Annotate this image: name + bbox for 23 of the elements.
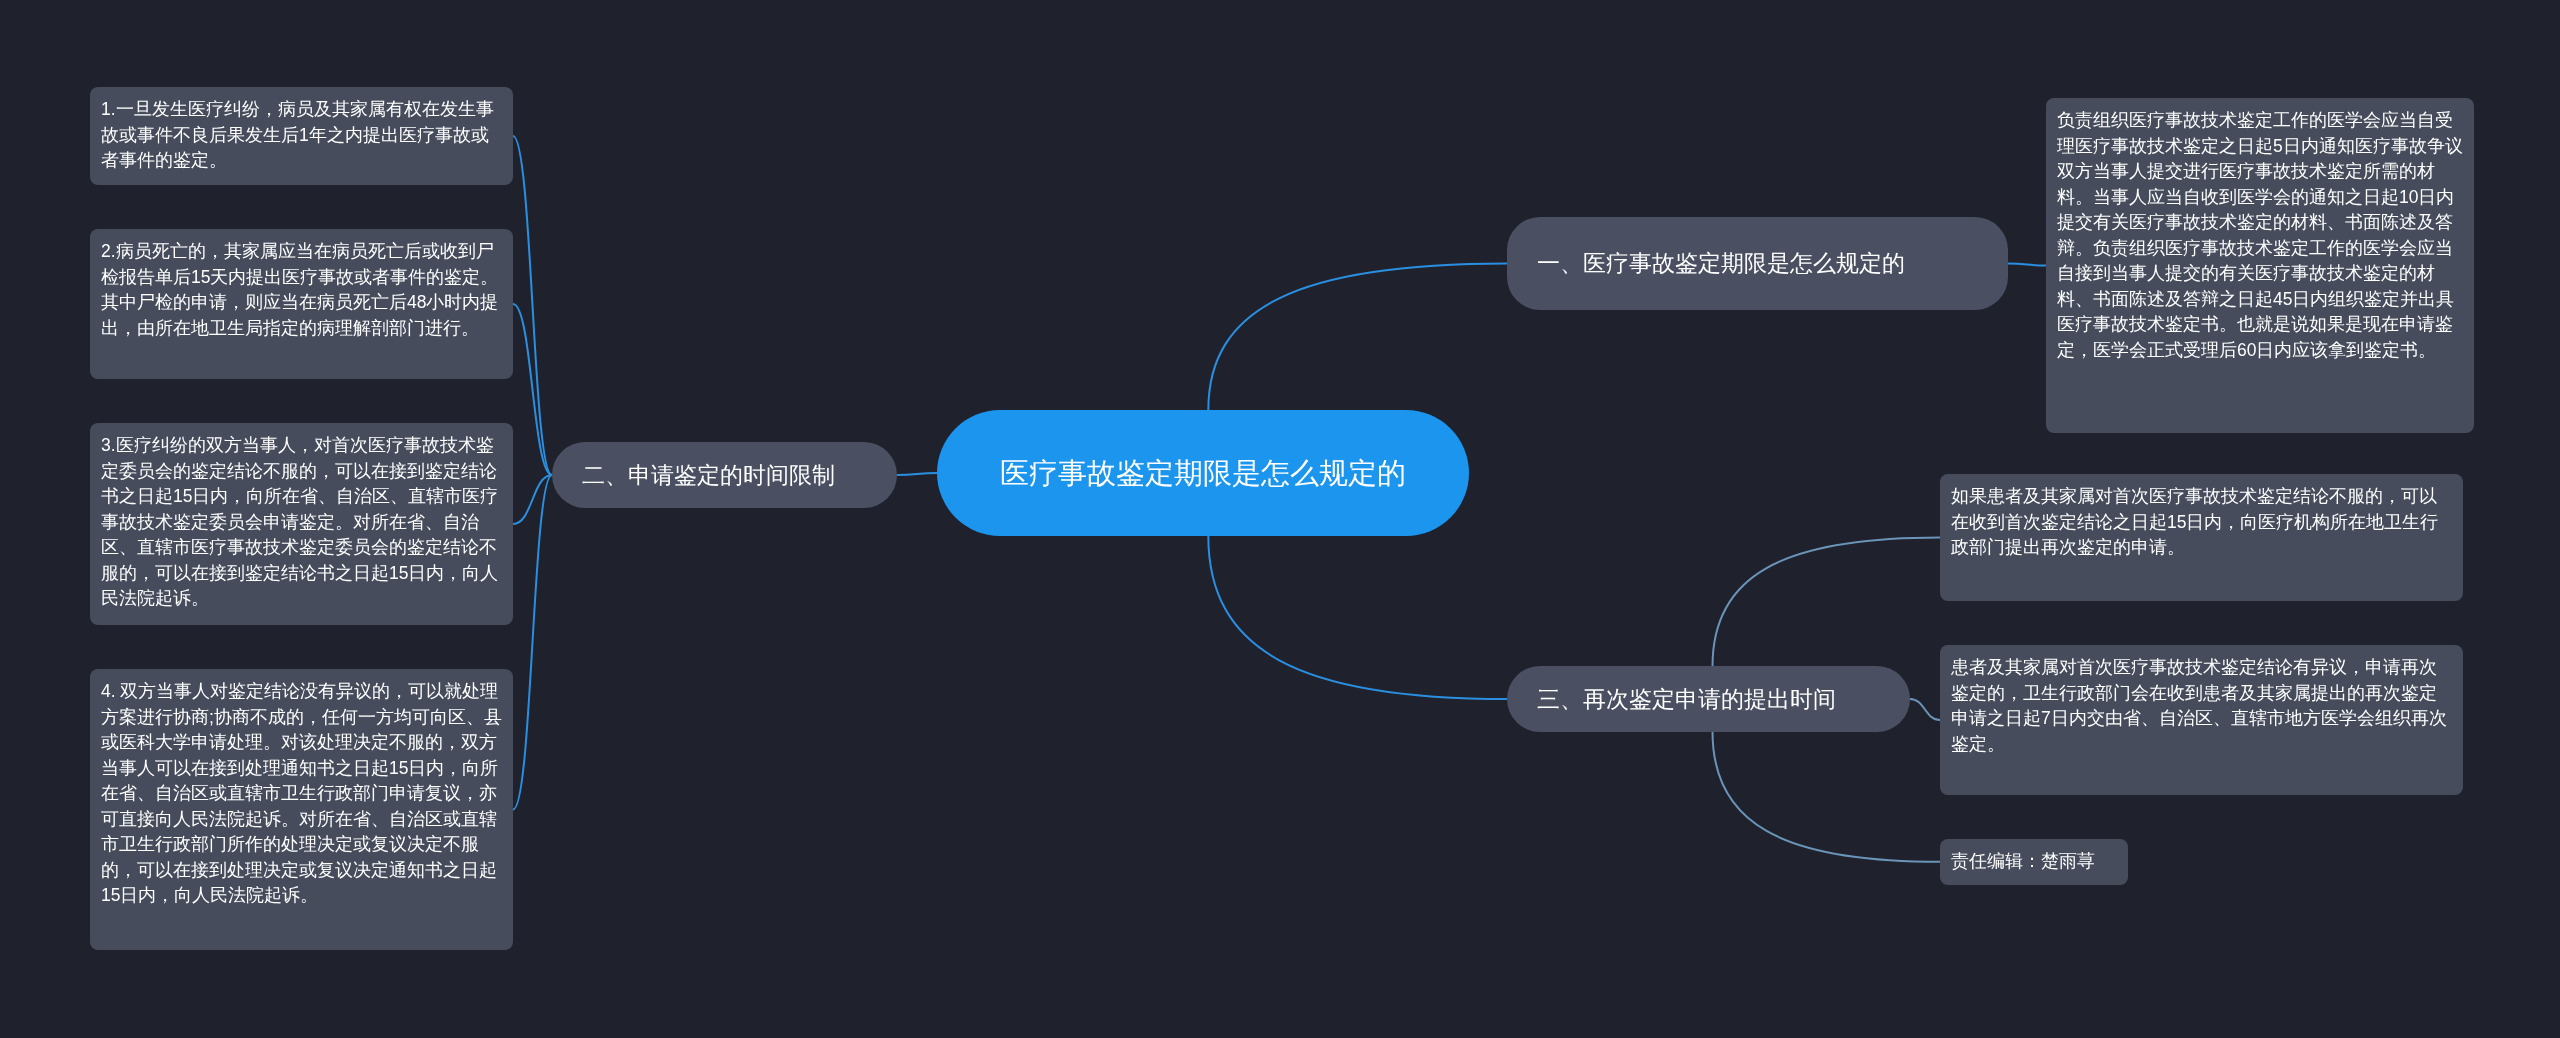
connector bbox=[512, 474, 553, 525]
leaf-card: 如果患者及其家属对首次医疗事故技术鉴定结论不服的，可以在收到首次鉴定结论之日起15日内，向医疗机构所在地卫生行政部门提出再次鉴定的申请。 bbox=[1940, 474, 2463, 601]
leaf-card: 3.医疗纠纷的双方当事人，对首次医疗事故技术鉴定委员会的鉴定结论不服的，可以在接到鉴定结论书之日起15日内，向所在省、自治区、直辖市医疗事故技术鉴定委员会申请鉴定。对所在省、自治区、直辖市医疗事故技术鉴定委员会的鉴定结论不服的，可以在接到鉴定结论书之日起15日内，向人民法院起诉。 bbox=[90, 423, 513, 625]
connector bbox=[1909, 698, 1941, 721]
central-topic: 医疗事故鉴定期限是怎么规定的 bbox=[937, 410, 1469, 536]
connector bbox=[512, 303, 553, 476]
connector bbox=[1711, 536, 1941, 667]
leaf-card: 患者及其家属对首次医疗事故技术鉴定结论有异议，申请再次鉴定的，卫生行政部门会在收到患者及其家属提出的再次鉴定申请之日起7日内交由省、自治区、直辖市地方医学会组织再次鉴定。 bbox=[1940, 645, 2463, 795]
connector bbox=[512, 135, 553, 476]
connector bbox=[1711, 731, 1941, 863]
connector bbox=[896, 472, 938, 476]
branch-topic: 二、申请鉴定的时间限制 bbox=[552, 442, 897, 508]
connector bbox=[2007, 262, 2047, 267]
connector bbox=[1207, 262, 1508, 411]
leaf-card: 2.病员死亡的，其家属应当在病员死亡后或收到尸检报告单后15天内提出医疗事故或者事件的鉴定。其中尸检的申请，则应当在病员死亡后48小时内提出，由所在地卫生局指定的病理解剖部门进行。 bbox=[90, 229, 513, 379]
leaf-card: 1.一旦发生医疗纠纷，病员及其家属有权在发生事故或事件不良后果发生后1年之内提出医疗事故或者事件的鉴定。 bbox=[90, 87, 513, 185]
leaf-card: 负责组织医疗事故技术鉴定工作的医学会应当自受理医疗事故技术鉴定之日起5日内通知医疗事故争议双方当事人提交进行医疗事故技术鉴定所需的材料。当事人应当自收到医学会的通知之日起10日内提交有关医疗事故技术鉴定的材料、书面陈述及答辩。负责组织医疗事故技术鉴定工作的医学会应当自接到当事人提交的有关医疗事故技术鉴定的材料、书面陈述及答辩之日起45日内组织鉴定并出具医疗事故技术鉴定书。也就是说如果是现在申请鉴定，医学会正式受理后60日内应该拿到鉴定书。 bbox=[2046, 98, 2474, 433]
branch-topic: 三、再次鉴定申请的提出时间 bbox=[1507, 666, 1910, 732]
branch-topic: 一、医疗事故鉴定期限是怎么规定的 bbox=[1507, 217, 2008, 310]
connector bbox=[512, 474, 553, 811]
leaf-card: 4. 双方当事人对鉴定结论没有异议的，可以就处理方案进行协商;协商不成的，任何一方均可向区、县或医科大学申请处理。对该处理决定不服的，双方当事人可以在接到处理通知书之日起15日内，向所在省、自治区或直辖市卫生行政部门申请复议，亦可直接向人民法院起诉。对所在省、自治区或直辖市卫生行政部门所作的处理决定或复议决定不服的，可以在接到处理决定或复议决定通知书之日起15日内，向人民法院起诉。 bbox=[90, 669, 513, 950]
leaf-card: 责任编辑：楚雨荨 bbox=[1940, 839, 2128, 885]
connector bbox=[1207, 535, 1508, 700]
